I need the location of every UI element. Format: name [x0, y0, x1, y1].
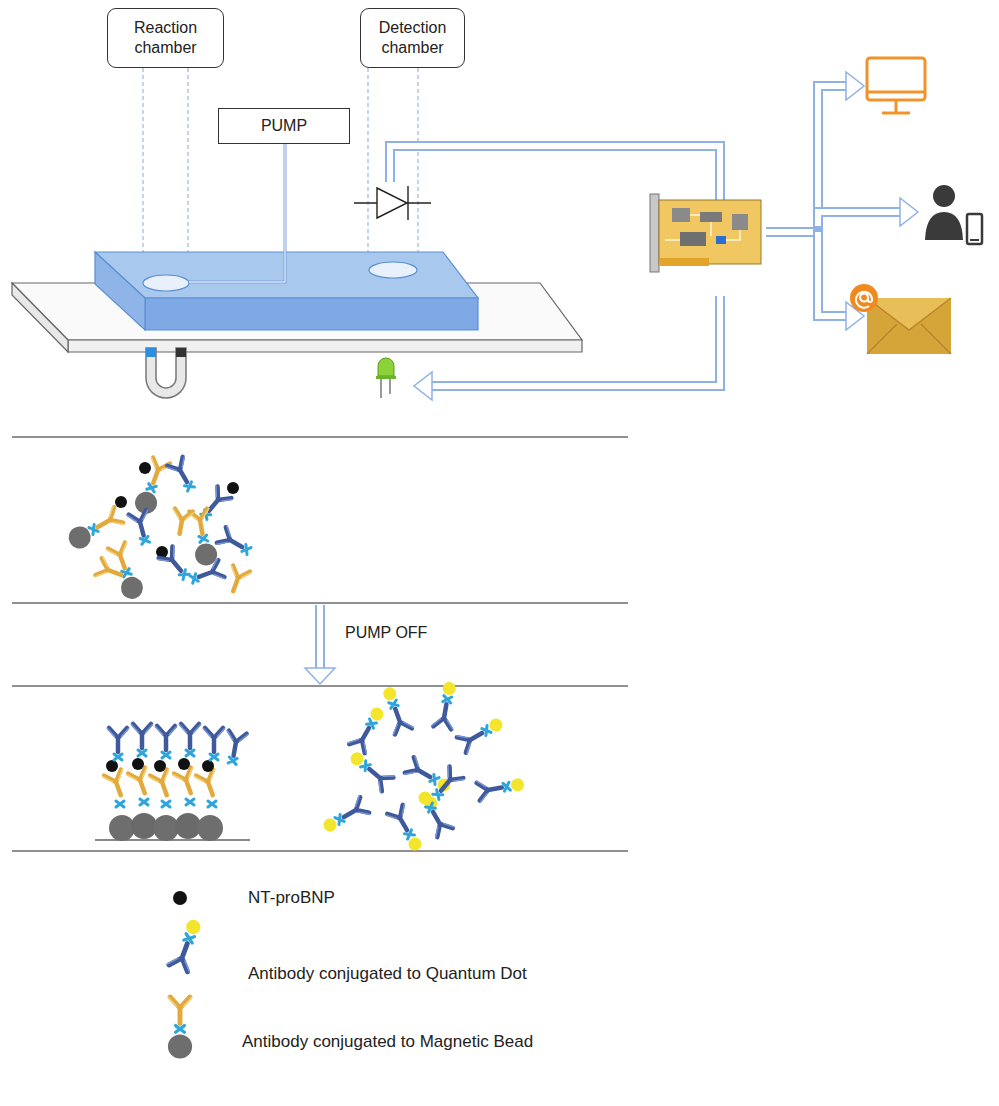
pump-tube	[189, 143, 285, 282]
signal-arrow	[390, 72, 918, 400]
reagent-mixture	[65, 456, 255, 602]
legend-text: NT-proBNP	[248, 888, 335, 908]
node-text: Reaction chamber	[116, 18, 215, 58]
photodiode-symbol	[354, 186, 431, 220]
pump-tube	[189, 143, 285, 282]
step-arrow	[305, 605, 335, 684]
node-text: Detection chamber	[369, 18, 456, 58]
node-text: PUMP	[261, 116, 307, 136]
pump-box: PUMP	[218, 108, 350, 144]
led-icon	[376, 358, 396, 398]
separator-line	[12, 437, 628, 851]
monitor-icon	[867, 58, 925, 113]
free-qd-conjugates	[319, 680, 526, 855]
callout-box: Detection chamber	[360, 8, 465, 68]
circuit-board-icon	[650, 194, 761, 272]
user-icon	[925, 185, 982, 244]
captured-complex	[95, 724, 250, 841]
step-label: PUMP OFF	[343, 624, 429, 642]
magnet-icon	[146, 348, 186, 398]
legend-text: Antibody conjugated to Magnetic Bead	[242, 1032, 533, 1052]
leader-line	[143, 68, 418, 282]
legend-sample	[167, 891, 207, 1059]
email-icon	[850, 284, 951, 354]
callout-box: Reaction chamber	[107, 8, 224, 68]
legend-text: Antibody conjugated to Quantum Dot	[248, 964, 527, 984]
